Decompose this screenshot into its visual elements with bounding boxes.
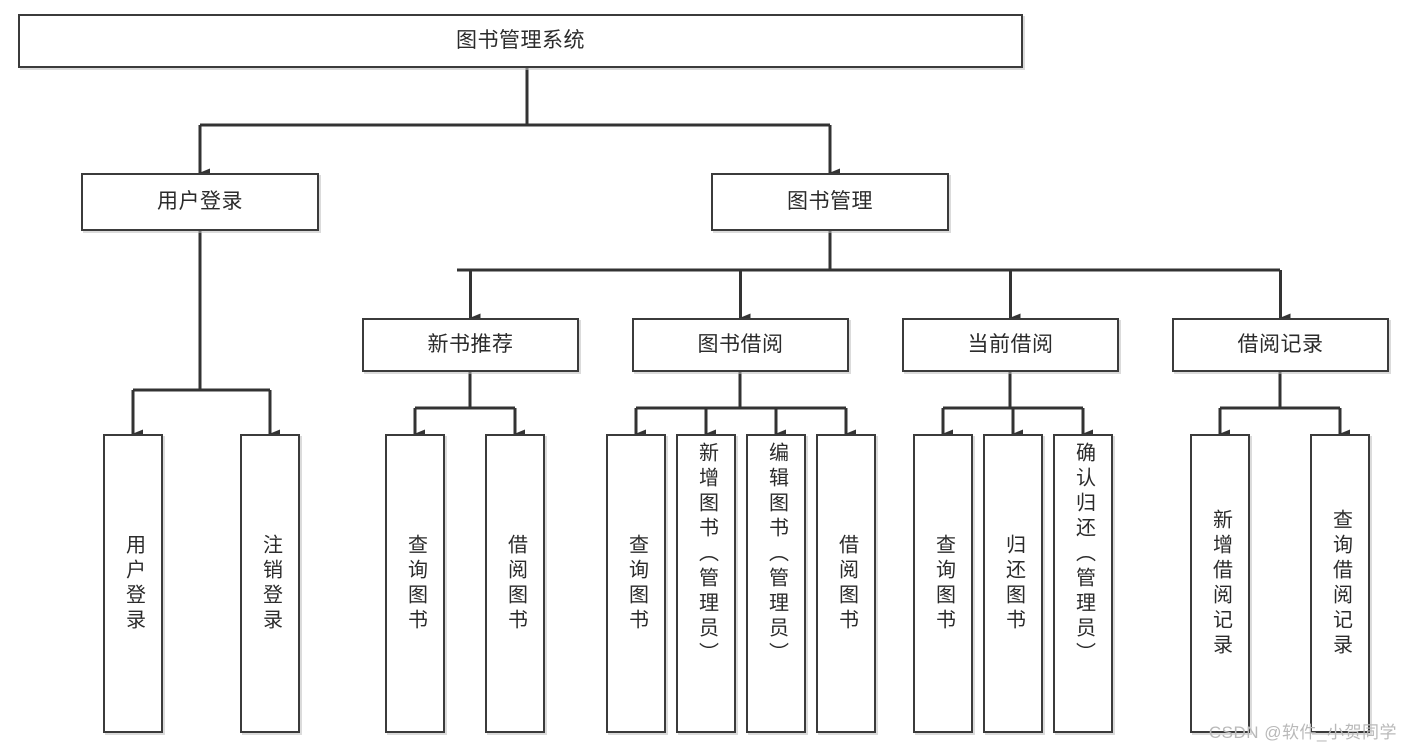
node-user-login[interactable]: 用户登录 [81,173,319,231]
connector-lines [131,68,1350,439]
node-label-leaf-rec-borrow-book: 借阅图书 [504,533,527,634]
node-label-leaf-bor-edit-book: 编辑图书（管理员） [765,442,788,667]
node-label-wrap: 确认归还（管理员） [1055,436,1111,731]
node-label-wrap: 查询图书 [608,436,664,731]
node-label-leaf-user-logout: 注销登录 [259,533,282,634]
node-label-leaf-bor-query-book: 查询图书 [625,533,648,634]
node-leaf-rec-query-book[interactable]: 查询图书 [385,434,445,733]
node-leaf-user-login[interactable]: 用户登录 [103,434,163,733]
node-leaf-cur-return-book[interactable]: 归还图书 [983,434,1043,733]
node-label-root: 图书管理系统 [456,29,585,53]
node-label-wrap: 注销登录 [242,436,298,731]
node-root[interactable]: 图书管理系统 [18,14,1023,68]
node-leaf-bor-edit-book[interactable]: 编辑图书（管理员） [746,434,806,733]
node-label-leaf-bor-add-book: 新增图书（管理员） [695,442,718,667]
node-label-wrap: 新书推荐 [364,320,577,370]
node-leaf-rec-add-record[interactable]: 新增借阅记录 [1190,434,1250,733]
node-label-wrap: 查询图书 [387,436,443,731]
node-borrow-record[interactable]: 借阅记录 [1172,318,1389,372]
node-label-wrap: 图书管理 [713,175,947,229]
node-label-leaf-rec-query-book: 查询图书 [404,533,427,634]
node-label-wrap: 查询借阅记录 [1312,436,1368,731]
node-label-wrap: 新增图书（管理员） [678,436,734,731]
node-label-wrap: 新增借阅记录 [1192,436,1248,731]
node-label-wrap: 借阅图书 [818,436,874,731]
node-label-new-book-rec: 新书推荐 [427,333,514,357]
node-label-leaf-user-login: 用户登录 [122,533,145,634]
node-label-wrap: 查询图书 [915,436,971,731]
node-label-book-manage: 图书管理 [787,190,873,214]
node-label-leaf-rec-add-record: 新增借阅记录 [1209,508,1232,659]
node-leaf-rec-borrow-book[interactable]: 借阅图书 [485,434,545,733]
node-leaf-bor-borrow-book[interactable]: 借阅图书 [816,434,876,733]
node-label-borrow-record: 借阅记录 [1237,333,1324,357]
node-label-wrap: 当前借阅 [904,320,1117,370]
node-leaf-bor-add-book[interactable]: 新增图书（管理员） [676,434,736,733]
node-book-borrow[interactable]: 图书借阅 [632,318,849,372]
node-label-wrap: 图书借阅 [634,320,847,370]
node-label-leaf-rec-query-record: 查询借阅记录 [1329,508,1352,659]
node-book-manage[interactable]: 图书管理 [711,173,949,231]
node-label-wrap: 编辑图书（管理员） [748,436,804,731]
node-label-wrap: 借阅图书 [487,436,543,731]
node-label-leaf-cur-query-book: 查询图书 [932,533,955,634]
node-label-current-borrow: 当前借阅 [967,333,1054,357]
node-new-book-rec[interactable]: 新书推荐 [362,318,579,372]
node-label-leaf-bor-borrow-book: 借阅图书 [835,533,858,634]
node-label-wrap: 用户登录 [83,175,317,229]
node-label-book-borrow: 图书借阅 [697,333,784,357]
node-label-leaf-cur-confirm-return: 确认归还（管理员） [1072,442,1095,667]
node-label-wrap: 用户登录 [105,436,161,731]
node-label-wrap: 借阅记录 [1174,320,1387,370]
node-leaf-bor-query-book[interactable]: 查询图书 [606,434,666,733]
node-leaf-rec-query-record[interactable]: 查询借阅记录 [1310,434,1370,733]
node-label-leaf-cur-return-book: 归还图书 [1002,533,1025,634]
node-label-user-login: 用户登录 [157,190,243,214]
node-leaf-cur-confirm-return[interactable]: 确认归还（管理员） [1053,434,1113,733]
node-label-wrap: 归还图书 [985,436,1041,731]
node-label-wrap: 图书管理系统 [20,16,1021,66]
node-current-borrow[interactable]: 当前借阅 [902,318,1119,372]
node-leaf-user-logout[interactable]: 注销登录 [240,434,300,733]
node-leaf-cur-query-book[interactable]: 查询图书 [913,434,973,733]
